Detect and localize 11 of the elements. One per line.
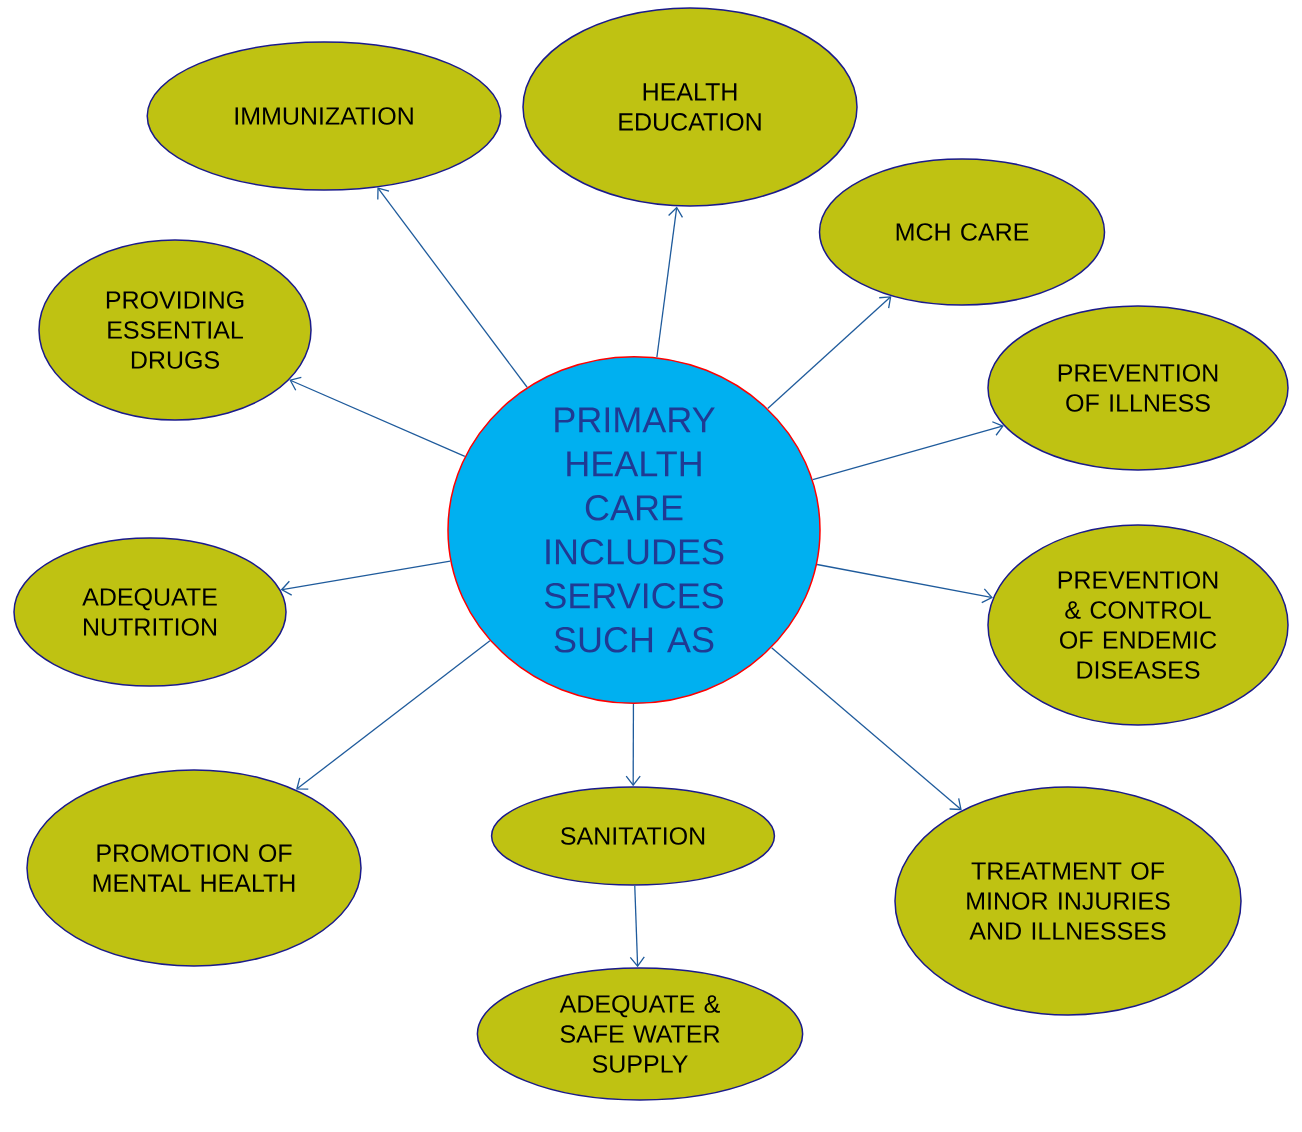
arrow [656, 206, 684, 358]
arrow [296, 640, 491, 790]
arrow [629, 885, 645, 968]
arrow [767, 296, 892, 410]
arrow [377, 187, 528, 388]
arrow [625, 703, 641, 787]
arrow [289, 376, 466, 457]
arrow [816, 563, 993, 604]
arrow [812, 421, 1004, 481]
arrow [771, 647, 962, 811]
arrow [280, 560, 451, 596]
